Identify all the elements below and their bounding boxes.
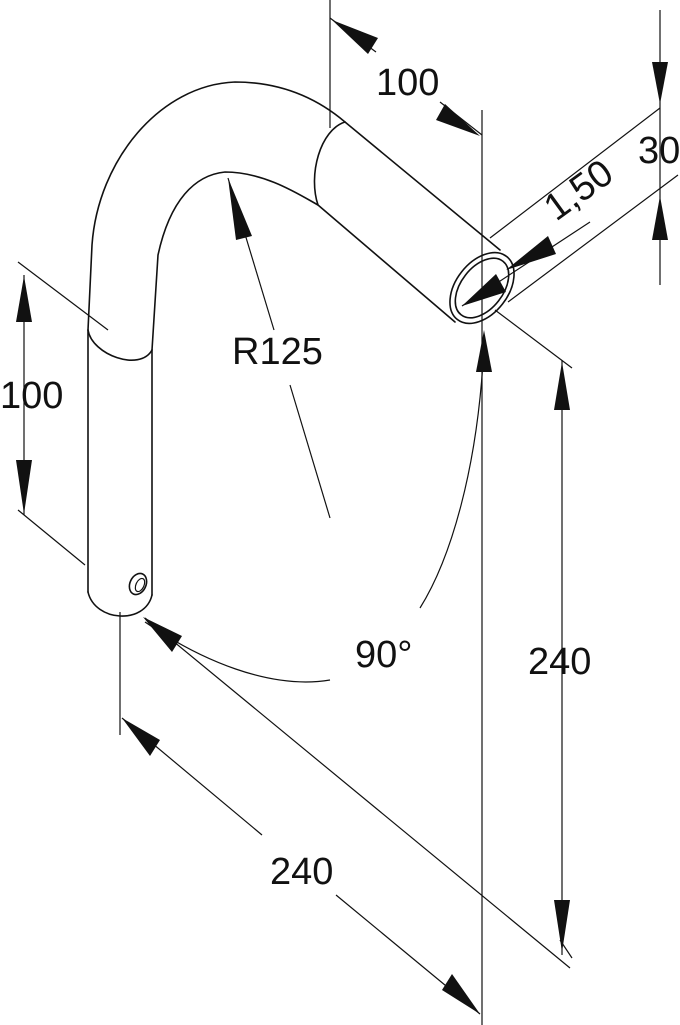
extension-line	[17, 261, 109, 331]
extension-line	[489, 107, 661, 239]
arrowhead	[228, 178, 252, 240]
dim-label-bend-angle: 90°	[355, 634, 412, 676]
arrowhead	[506, 236, 556, 270]
bent-tube	[87, 81, 515, 617]
tube-end-outer	[449, 251, 515, 325]
arrowhead	[16, 276, 32, 322]
extension-line	[507, 174, 679, 303]
dim-left-length: 100	[0, 261, 109, 566]
dim-tube-diameter: 30	[489, 10, 680, 303]
dim-label-wall-thickness: 1,50	[537, 152, 622, 229]
extension-line	[17, 509, 86, 566]
drilled-hole	[128, 572, 148, 596]
dim-bend-angle: 90°	[143, 330, 492, 683]
arrowhead	[143, 617, 182, 652]
arrowhead	[442, 974, 480, 1014]
dim-label-bend-radius: R125	[232, 331, 323, 373]
radius-line	[289, 384, 331, 519]
arrowhead	[554, 362, 570, 410]
dim-top-length: 100	[329, 0, 483, 1025]
extension-line	[144, 617, 571, 969]
dim-height: 240	[494, 309, 591, 959]
arrowhead	[436, 104, 480, 136]
arrowhead	[652, 62, 668, 104]
tube-outer-edge	[87, 81, 501, 331]
arrowhead	[554, 900, 570, 952]
dim-label-left-length: 100	[0, 375, 63, 417]
extension-line	[494, 309, 573, 369]
dim-width: 240	[119, 612, 571, 1015]
dim-wall-thickness: 1,50	[461, 152, 622, 307]
arrowhead	[476, 330, 492, 372]
angle-arc	[144, 621, 331, 683]
arrowhead	[462, 274, 506, 306]
tube-end-inner	[454, 257, 510, 319]
drilled-hole-inner	[134, 577, 146, 593]
arrowhead	[122, 718, 160, 756]
tube-seam-top	[313, 121, 346, 206]
tube-seam-left	[87, 329, 153, 361]
arrowhead	[332, 20, 378, 54]
arrowhead	[16, 460, 32, 514]
dim-label-height: 240	[528, 641, 591, 683]
dim-label-width: 240	[270, 851, 333, 893]
tube-inner-edge	[151, 171, 456, 351]
dim-bend-radius: R125	[227, 177, 331, 519]
arrowhead	[652, 196, 668, 240]
dim-label-tube-diameter: 30	[638, 130, 680, 172]
dim-label-top-length: 100	[376, 62, 439, 104]
angle-arc	[419, 344, 485, 609]
